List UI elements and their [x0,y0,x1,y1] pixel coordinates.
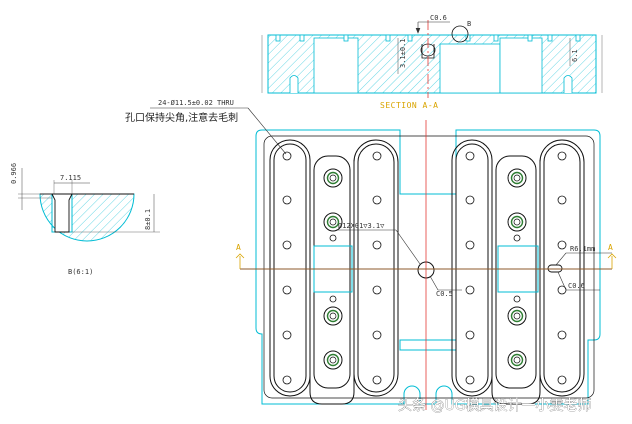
chamfer-center-callout [429,275,462,291]
watermark: 头条 @UG模具设计一小雯老师 [398,397,592,414]
section-cavity-center [439,43,501,94]
hole-note-label: 孔口保持尖角,注意去毛刺 [125,111,238,124]
hole-spec-callout [150,107,287,155]
detail-width-dim: 7.115 [60,174,81,182]
center-bore-note: Ø12X01▽3.1▽ [338,222,385,230]
chamfer-right-label: C0.6 [568,282,585,290]
marker-b-label: B [467,20,471,28]
section-arrow-right [607,253,617,269]
side-slot [547,264,563,273]
marker-a-left: A [236,243,241,252]
left-track-group [269,139,399,405]
section-dim-right: 6.1 [571,49,579,62]
section-title: SECTION A-A [380,101,438,110]
slot-note-label: R6.1mm [570,245,595,253]
chamfer-top-label: C0.6 [430,14,447,22]
section-dim-left: 3.1±0.1 [399,38,407,68]
slot-callout [555,252,612,266]
section-cavity-left [313,37,359,94]
detail-b-view: 7.115 0.966 8±0.1 B(6:1) [10,163,160,276]
hole-spec-label: 24-Ø11.5±0.02 THRU [158,99,234,107]
plate-inner-border [263,135,595,399]
section-cavity-right [499,37,543,94]
detail-top-dim: 0.966 [10,163,18,184]
chamfer-center-label: C0.5 [436,290,453,298]
detail-title: B(6:1) [68,268,93,276]
detail-depth-dim: 8±0.1 [144,209,152,230]
section-bottom-pockets [289,75,573,93]
marker-a-right: A [608,243,613,252]
detail-b-marker [451,25,469,43]
plan-view: A A 24-Ø11.5±0.02 THRU 孔口保持尖角,注意去毛刺 Ø12X… [125,99,617,410]
chamfer-top-callout [415,21,450,34]
chamfer-right-callout [557,271,600,291]
detail-b-body [39,193,135,242]
center-bore-callout [336,229,421,265]
right-track-group [451,139,585,405]
section-a-a-view: B C0.6 3.1±0.1 6.1 SECTION A-A [261,14,603,110]
counterbore-posts [323,168,527,370]
detail-b-hole [51,193,73,233]
section-arrow-left [235,253,245,269]
